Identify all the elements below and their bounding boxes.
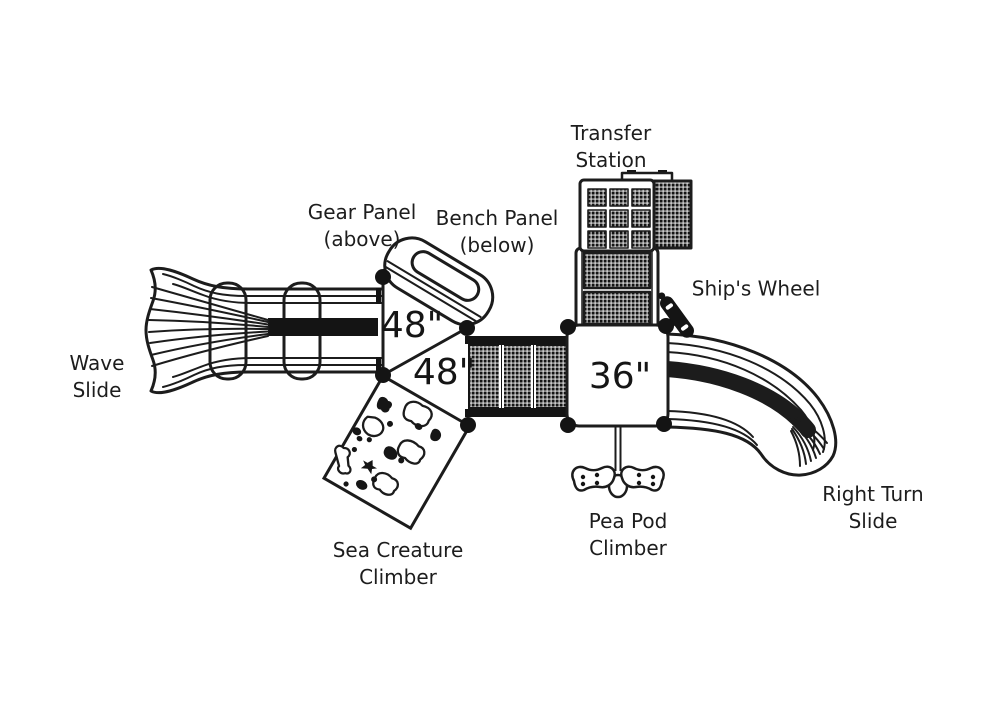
support-posts	[375, 269, 674, 433]
square-deck	[565, 323, 670, 428]
label-transfer-station: Transfer Station	[570, 121, 652, 172]
label-wave-slide: Wave Slide	[69, 351, 125, 402]
label-sea-creature-climber: Sea Creature Climber	[332, 538, 464, 589]
transfer-station-shape	[574, 170, 693, 330]
pea-pod-dots	[580, 472, 656, 487]
label-gear-panel: Gear Panel (above)	[307, 200, 417, 251]
gear-panel-shape	[383, 236, 495, 327]
bench-panel-bridge-shape	[465, 336, 569, 417]
grid-panel-cells	[587, 188, 651, 249]
wave-slide-shape	[144, 266, 386, 395]
dimension-48-lower: 48"	[412, 352, 476, 393]
label-ships-wheel: Ship's Wheel	[691, 276, 821, 301]
dimension-36: 36"	[588, 356, 652, 397]
right-turn-slide-shape	[659, 332, 838, 477]
label-right-turn-slide: Right Turn Slide	[822, 482, 924, 533]
dimension-48-upper: 48"	[380, 305, 444, 346]
pea-pod-climber-shape	[571, 427, 665, 499]
label-pea-pod-climber: Pea Pod Climber	[588, 509, 668, 560]
climbing-holds-filled	[343, 396, 442, 490]
climbing-holds	[334, 400, 433, 496]
sea-creature-climber-shape	[321, 373, 472, 531]
label-bench-panel: Bench Panel (below)	[435, 206, 559, 257]
